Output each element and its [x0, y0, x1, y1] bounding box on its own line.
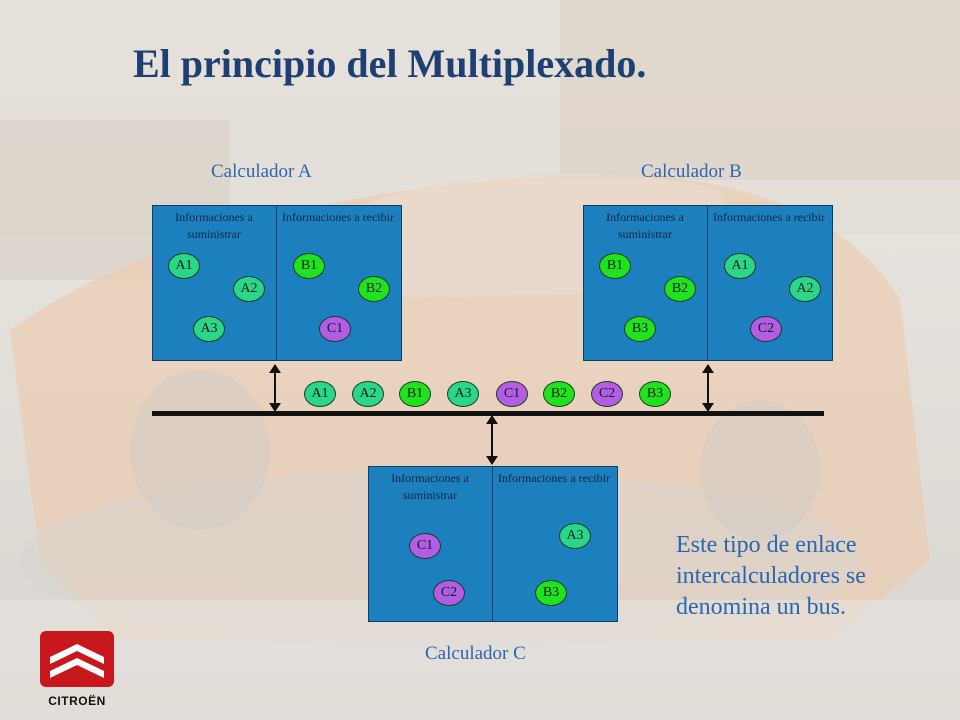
bus-message-a2: A2 — [352, 381, 384, 407]
message-b1: B1 — [293, 253, 325, 279]
bus-line — [152, 411, 824, 416]
bus-message-b2: B2 — [543, 381, 575, 407]
calculator-a-panel: Informaciones a suministrar Informacione… — [152, 205, 402, 361]
panel-divider — [492, 467, 493, 621]
message-b2: B2 — [358, 276, 390, 302]
connector-arrow-a — [269, 364, 281, 412]
citroen-chevrons-icon — [40, 631, 114, 687]
bus-message-a3: A3 — [447, 381, 479, 407]
receive-header: Informaciones a recibir — [282, 210, 394, 224]
connector-arrow-b — [702, 364, 714, 412]
bus-message-a1: A1 — [304, 381, 336, 407]
calculator-b-panel: Informaciones a suministrar Informacione… — [583, 205, 833, 361]
explanation-note: Este tipo de enlace intercalculadores se… — [676, 532, 866, 620]
message-b3: B3 — [535, 580, 567, 606]
message-c1: C1 — [409, 533, 441, 559]
calculator-c-panel: Informaciones a suministrar Informacione… — [368, 466, 618, 622]
panel-divider — [276, 206, 277, 360]
bus-message-c2: C2 — [591, 381, 623, 407]
connector-arrow-c — [486, 415, 498, 465]
message-b3: B3 — [624, 316, 656, 342]
message-c2: C2 — [433, 580, 465, 606]
panel-divider — [707, 206, 708, 360]
calculator-a-label: Calculador A — [211, 161, 312, 182]
message-c2: C2 — [750, 316, 782, 342]
send-header: Informaciones a suministrar — [175, 210, 253, 241]
message-a3: A3 — [559, 523, 591, 549]
receive-header: Informaciones a recibir — [498, 471, 610, 485]
message-a2: A2 — [233, 276, 265, 302]
bus-message-b3: B3 — [639, 381, 671, 407]
message-a2: A2 — [789, 276, 821, 302]
message-b2: B2 — [664, 276, 696, 302]
receive-header: Informaciones a recibir — [713, 210, 825, 224]
logo-text: CITROËN — [48, 694, 106, 708]
bus-message-b1: B1 — [399, 381, 431, 407]
bus-message-c1: C1 — [496, 381, 528, 407]
message-a1: A1 — [724, 253, 756, 279]
message-c1: C1 — [319, 316, 351, 342]
send-header: Informaciones a suministrar — [606, 210, 684, 241]
message-a1: A1 — [168, 253, 200, 279]
calculator-b-label: Calculador B — [641, 161, 742, 182]
message-b1: B1 — [599, 253, 631, 279]
page-title: El principio del Multiplexado. — [133, 41, 647, 86]
send-header: Informaciones a suministrar — [391, 471, 469, 502]
message-a3: A3 — [193, 316, 225, 342]
citroen-logo: CITROËN — [40, 631, 114, 708]
calculator-c-label: Calculador C — [425, 643, 526, 664]
